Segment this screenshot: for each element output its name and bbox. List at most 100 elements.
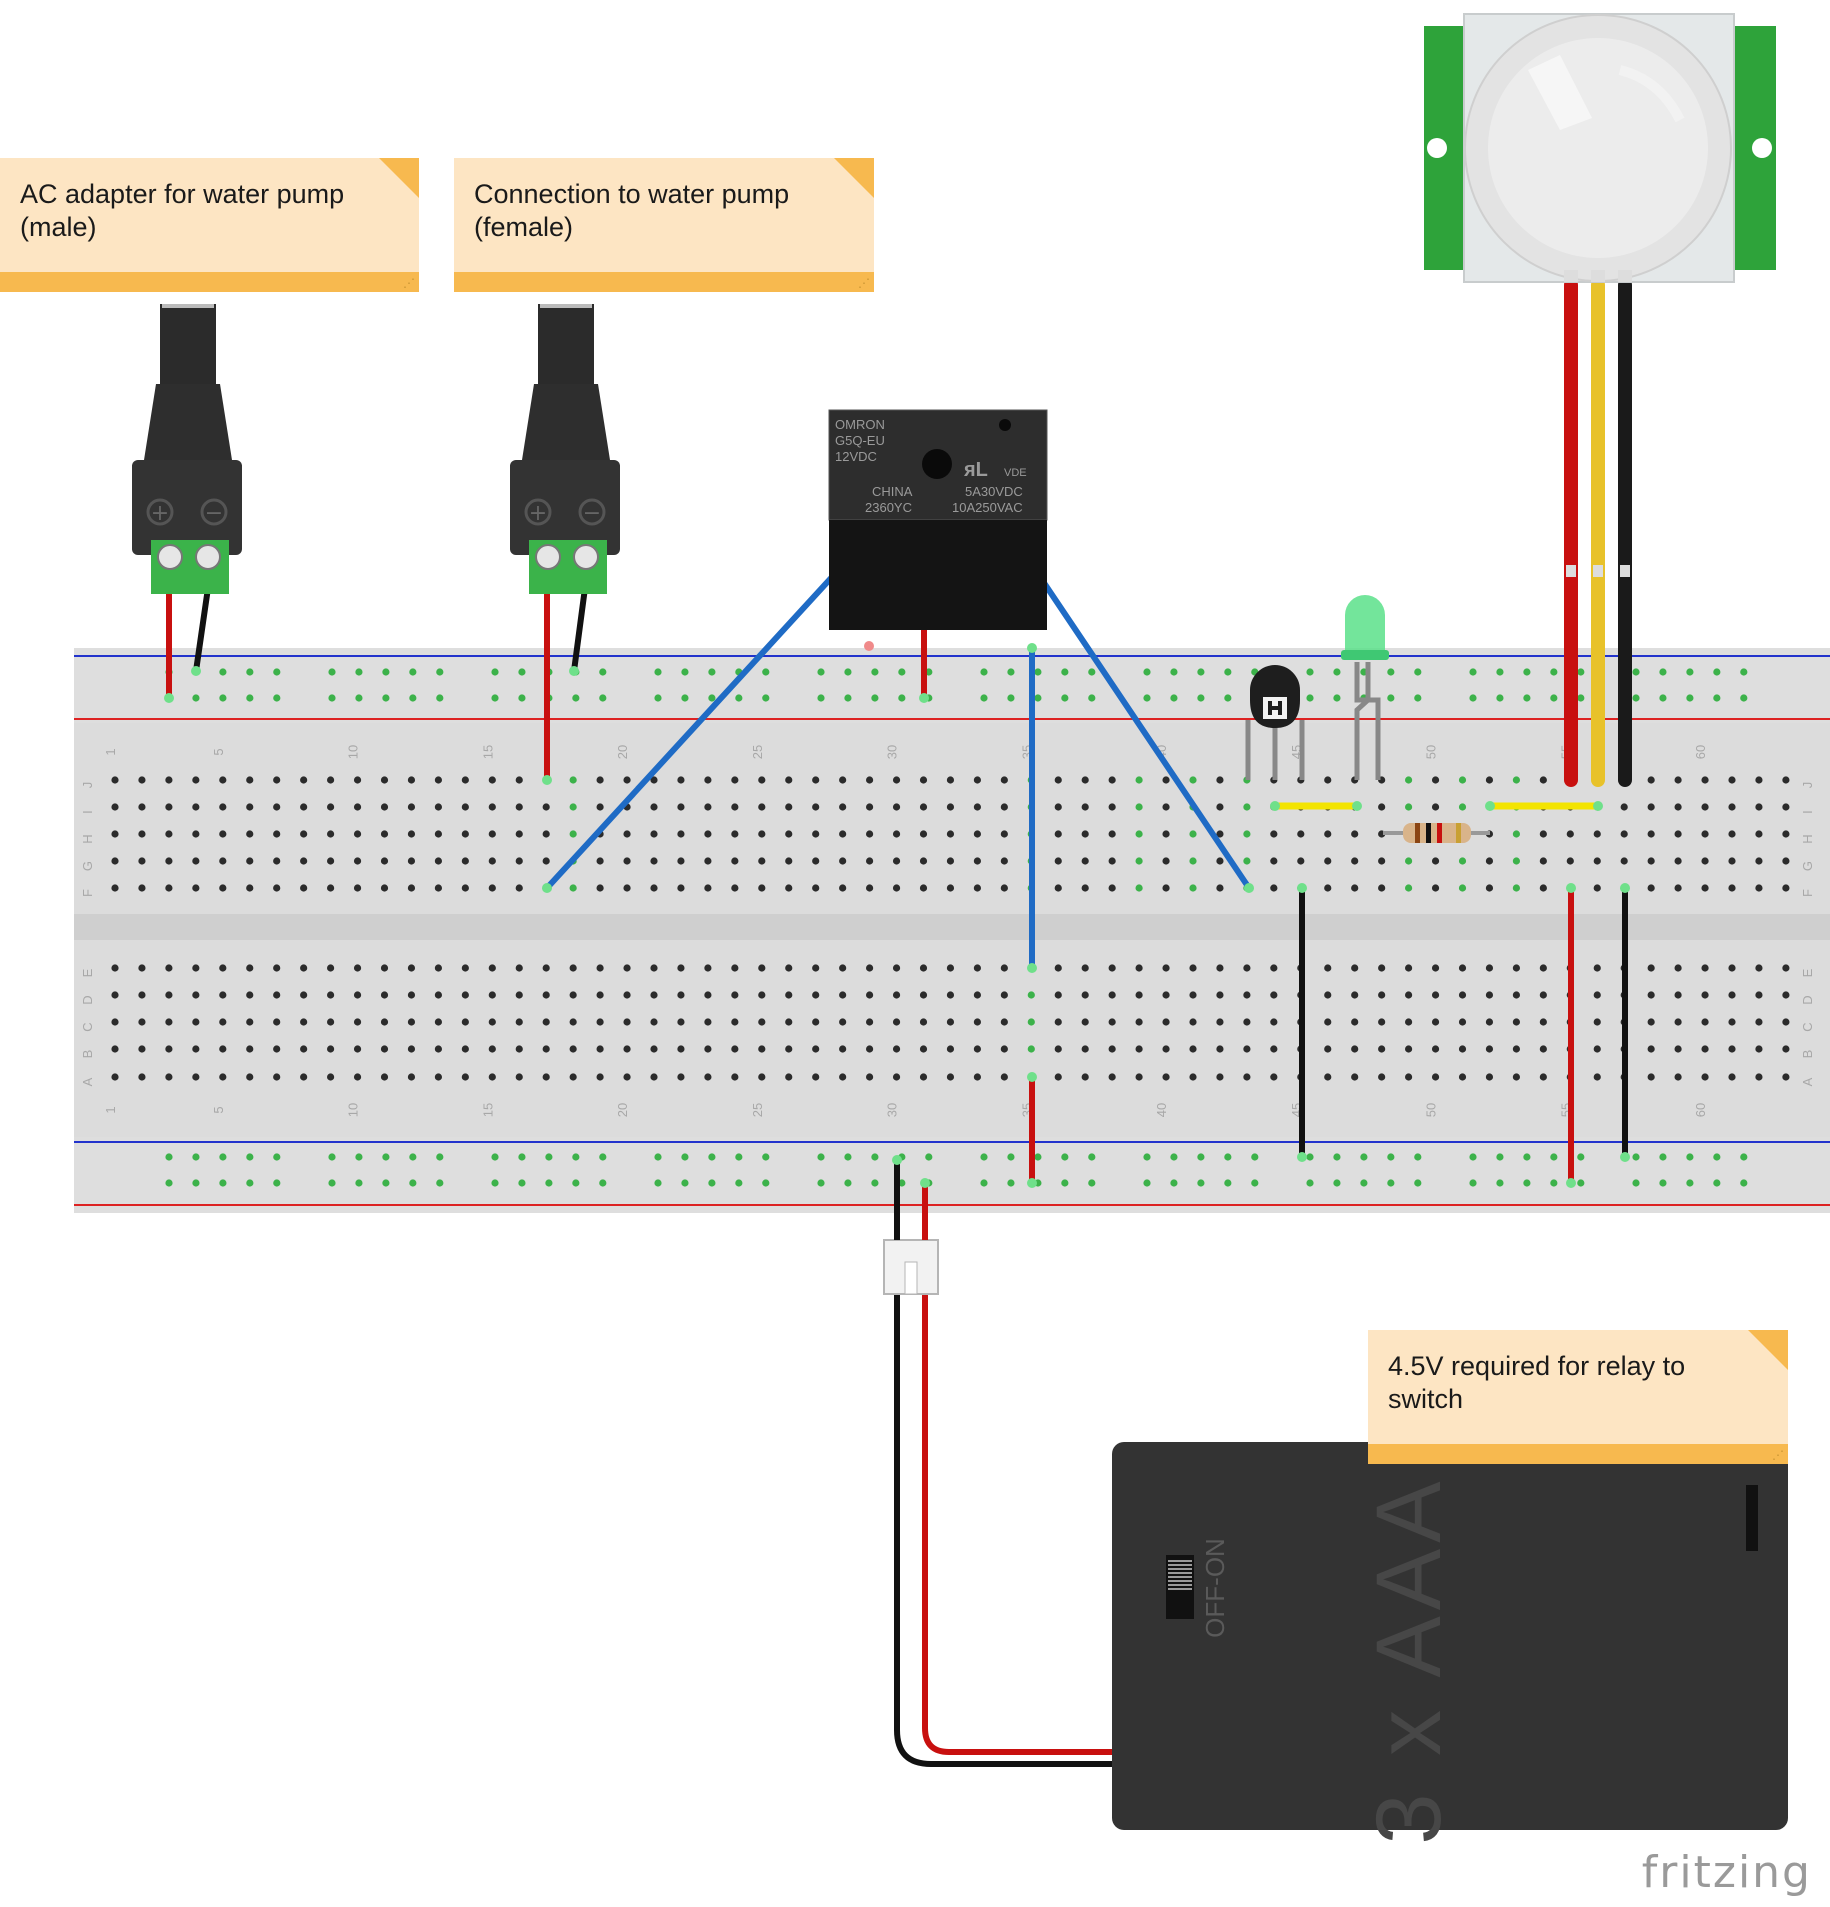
breadboard-hole <box>1485 857 1494 865</box>
rail-hole <box>599 1153 607 1161</box>
breadboard-hole <box>1431 1018 1440 1026</box>
breadboard-hole <box>273 991 281 999</box>
breadboard-hole <box>1405 803 1413 811</box>
breadboard-hole <box>1081 776 1089 784</box>
breadboard-hole <box>1431 1073 1440 1081</box>
rail-hole <box>1251 1179 1259 1187</box>
breadboard-hole <box>1539 1045 1547 1053</box>
breadboard-hole <box>1620 803 1628 811</box>
breadboard-hole <box>650 964 658 972</box>
breadboard-hole <box>1755 991 1763 999</box>
breadboard-hole <box>1674 1045 1682 1053</box>
breadboard-hole <box>1782 964 1790 972</box>
breadboard-hole <box>1647 1045 1655 1053</box>
rail-hole <box>1659 1153 1667 1161</box>
breadboard-hole <box>1378 1073 1386 1081</box>
breadboard-hole <box>596 857 604 865</box>
breadboard-hole <box>1162 803 1170 811</box>
breadboard-hole <box>704 1045 712 1053</box>
breadboard-hole <box>1270 1073 1278 1081</box>
breadboard-hole <box>973 964 982 972</box>
breadboard-hole <box>839 857 847 865</box>
breadboard-hole <box>542 830 550 838</box>
breadboard-hole <box>1539 830 1547 838</box>
rail-hole <box>518 668 526 676</box>
breadboard-hole <box>461 1073 469 1081</box>
breadboard-hole <box>1728 857 1736 865</box>
breadboard-hole <box>1782 991 1790 999</box>
breadboard-hole <box>273 1018 281 1026</box>
breadboard-hole <box>1485 1073 1494 1081</box>
breadboard-hole <box>785 884 793 892</box>
rail-hole <box>1007 1153 1015 1161</box>
breadboard-hole <box>273 964 281 972</box>
breadboard-hole <box>380 1045 389 1053</box>
rail-hole <box>735 1179 743 1187</box>
rail-hole <box>1387 1179 1395 1187</box>
rail-hole <box>817 1153 825 1161</box>
breadboard-hole <box>353 857 362 865</box>
rail-hole <box>1469 668 1477 676</box>
breadboard-hole <box>1458 1045 1467 1053</box>
breadboard-hole <box>461 857 469 865</box>
breadboard-hole <box>758 884 766 892</box>
breadboard-hole <box>839 803 847 811</box>
transistor <box>1245 665 1305 780</box>
breadboard-hole <box>596 1018 604 1026</box>
breadboard-hole <box>973 991 982 999</box>
breadboard-hole <box>946 884 955 892</box>
breadboard-hole <box>1000 1018 1008 1026</box>
wire-endpoint <box>1027 1178 1037 1188</box>
relay-origin: CHINA <box>872 484 913 499</box>
breadboard-hole <box>1162 884 1170 892</box>
breadboard-hole <box>1162 776 1170 784</box>
breadboard-hole <box>1755 830 1763 838</box>
breadboard-hole <box>758 991 766 999</box>
breadboard-hole <box>1782 1073 1790 1081</box>
rail-hole <box>1469 1179 1477 1187</box>
relay-coil: 12VDC <box>835 449 877 464</box>
breadboard-hole <box>1701 1073 1709 1081</box>
breadboard-hole <box>327 1073 335 1081</box>
rail-hole <box>219 668 227 676</box>
breadboard-hole <box>1027 1018 1035 1026</box>
breadboard-hole <box>1755 1073 1763 1081</box>
breadboard-hole <box>892 1073 901 1081</box>
relay <box>828 409 1048 651</box>
breadboard-hole <box>407 1018 416 1026</box>
rail-hole <box>1387 1153 1395 1161</box>
breadboard-hole <box>1539 1073 1547 1081</box>
breadboard-hole <box>1458 803 1467 811</box>
breadboard-hole <box>677 991 685 999</box>
breadboard-hole <box>758 803 766 811</box>
wire-endpoint <box>892 1155 902 1165</box>
rail-hole <box>246 694 254 702</box>
breadboard-hole <box>596 991 604 999</box>
breadboard-hole <box>1054 884 1062 892</box>
breadboard-hole <box>677 803 685 811</box>
rail-hole <box>273 694 281 702</box>
breadboard-hole <box>1216 776 1224 784</box>
rail-hole <box>1143 694 1151 702</box>
row-letter: A <box>1800 1077 1815 1086</box>
rail-hole <box>1224 694 1232 702</box>
breadboard-hole <box>1216 884 1224 892</box>
wire-endpoint <box>1244 883 1254 893</box>
breadboard-hole <box>1189 1045 1197 1053</box>
rail-hole <box>165 1179 173 1187</box>
breadboard-hole <box>1216 1045 1224 1053</box>
breadboard-hole <box>866 1045 874 1053</box>
rail-hole <box>491 1179 499 1187</box>
breadboard-hole <box>1081 1045 1089 1053</box>
breadboard-hole <box>677 1073 685 1081</box>
breadboard-hole <box>1728 803 1736 811</box>
breadboard-hole <box>919 830 928 838</box>
row-letter: H <box>80 834 95 843</box>
breadboard-hole <box>542 803 550 811</box>
breadboard-hole <box>973 776 982 784</box>
breadboard-hole <box>946 1018 955 1026</box>
breadboard-hole <box>1243 1073 1251 1081</box>
breadboard-hole <box>1135 803 1143 811</box>
breadboard-hole <box>246 1073 254 1081</box>
